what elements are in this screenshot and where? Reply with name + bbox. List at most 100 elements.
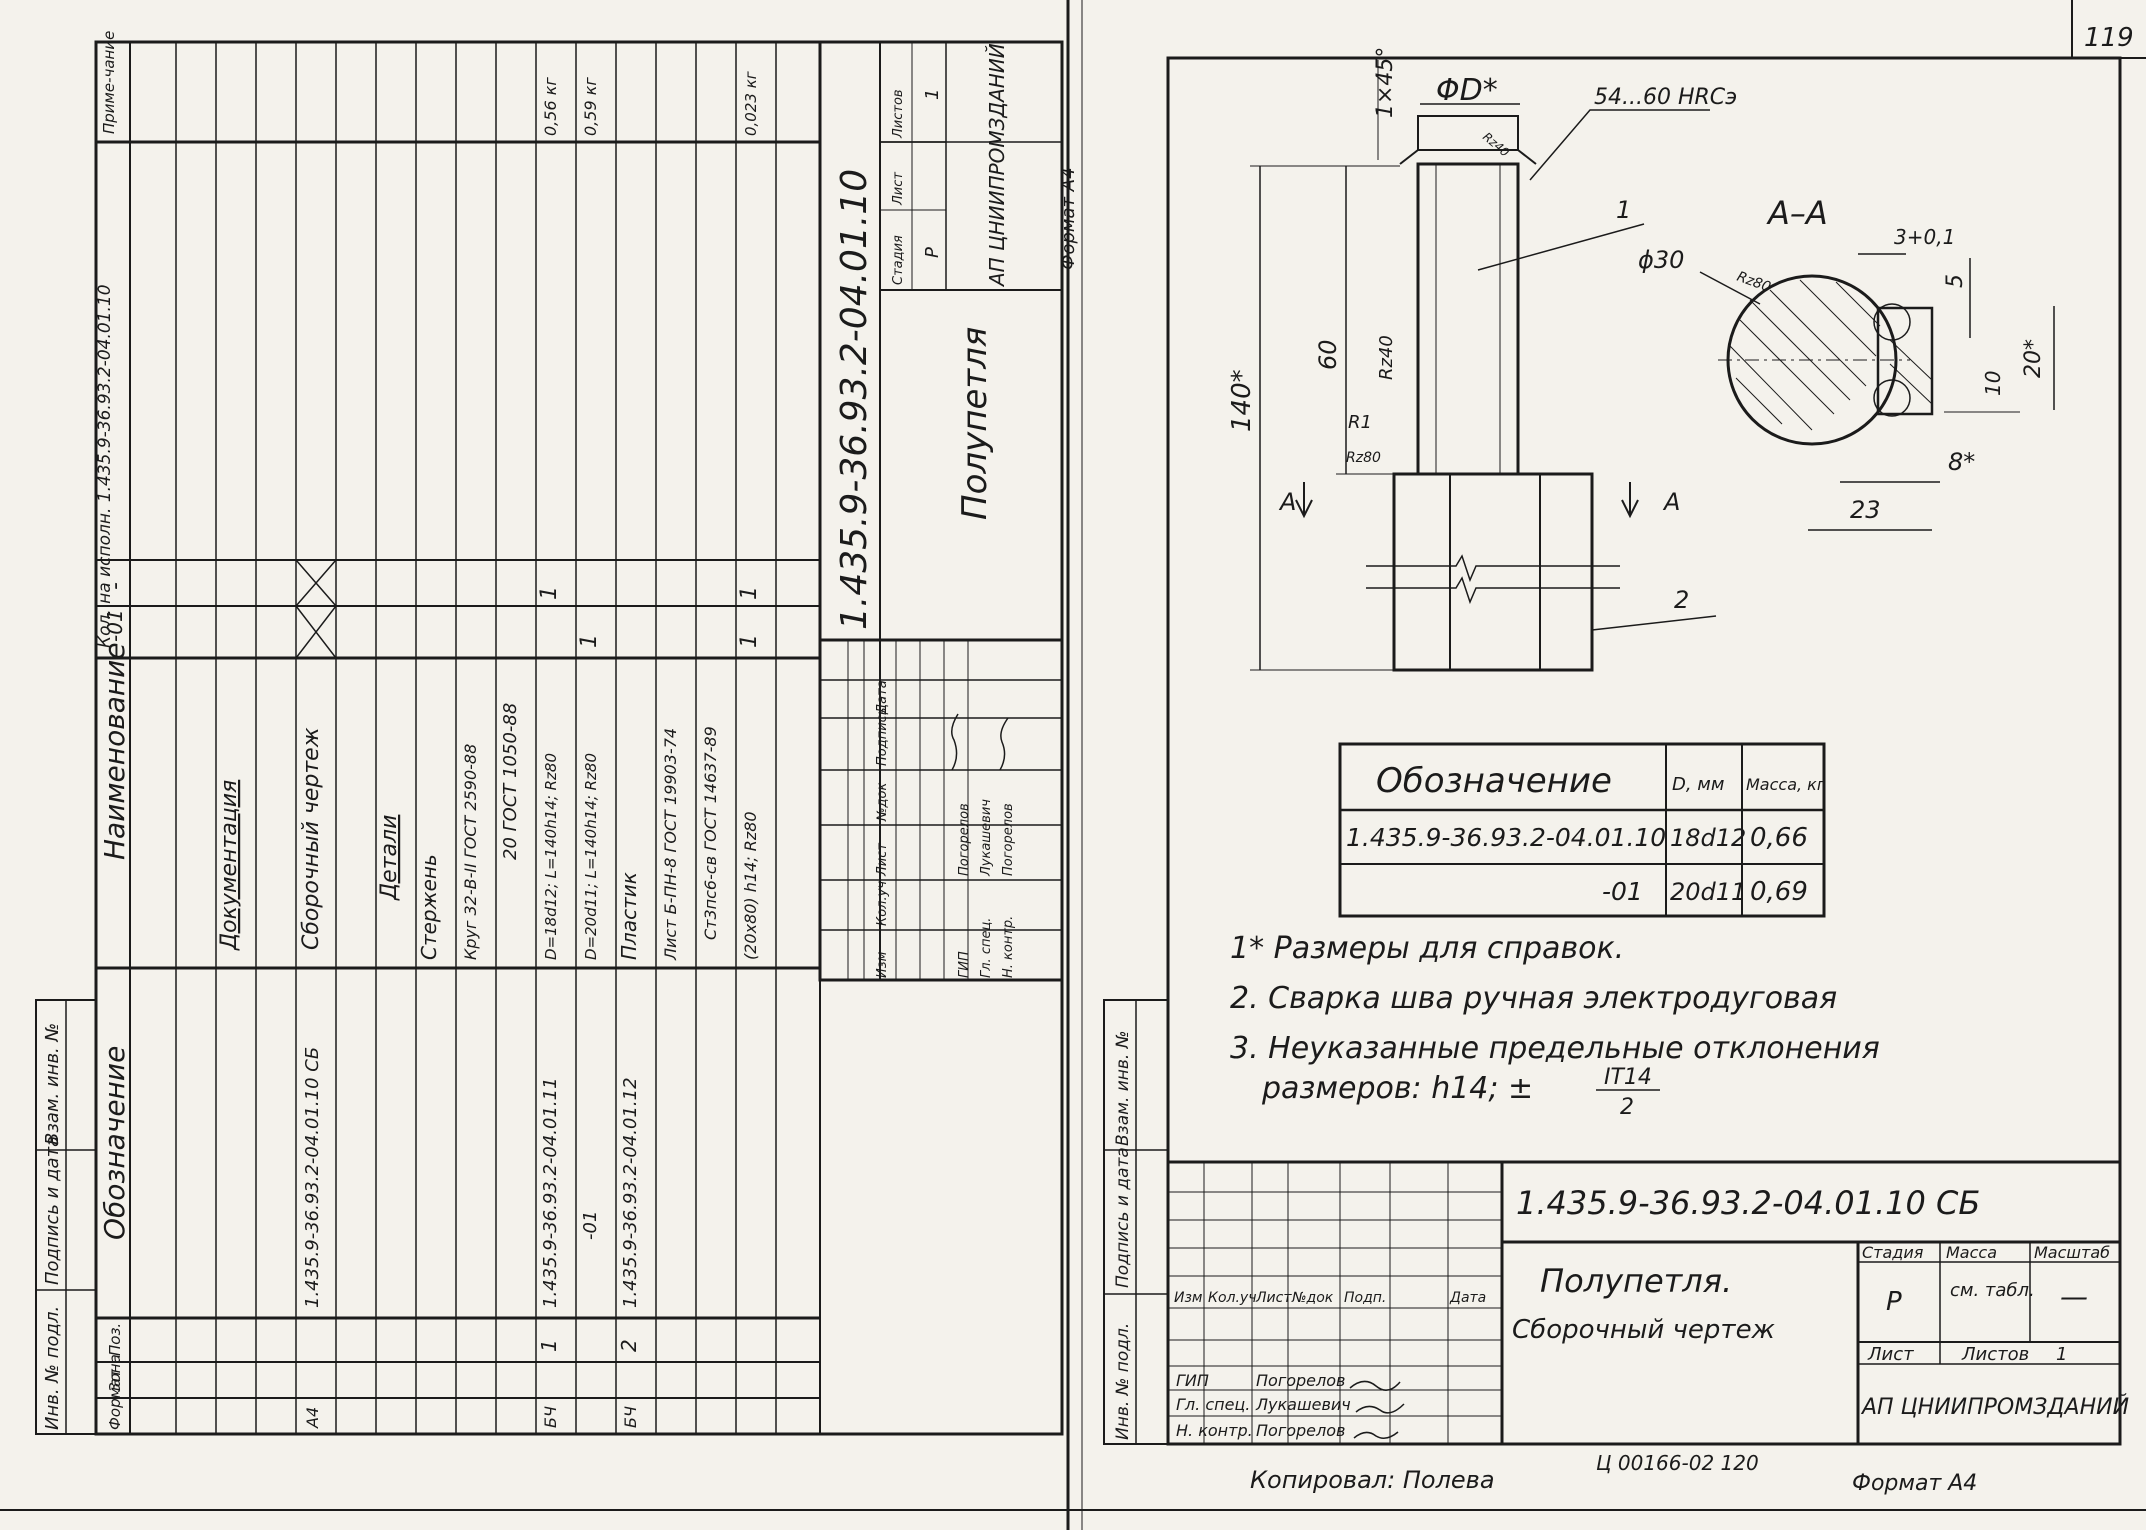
row-11-qty01: 1 [737,634,762,648]
left-tb-stage-label: Стадия [891,235,906,285]
left-signature-0 [951,713,959,771]
drawing-line [1338,742,1826,918]
drawing-line [295,559,337,607]
hdr-note: Приме-чание [100,31,118,134]
row-1-format: А4 [303,1407,322,1429]
table-row-1-d: 20d11 [1670,878,1746,906]
row-11-note: 0,023 кг [742,71,760,136]
drawing-line [1166,1160,2122,1446]
drawing-line [1739,319,1835,415]
left-staff-0-role: ГИП [957,951,972,978]
row-6-pos: 1 [537,1339,561,1352]
right-tb-scale: — [2060,1280,2088,1313]
hdr-designation: Обозначение [98,1046,131,1240]
dim-10: 10 [1981,371,2005,396]
left-staff-2-name: Погорелов [1001,803,1016,876]
part-drawing: 1×45° ΦD* Rz40 54...60 HRCэ 140* 60 Rz40… [1227,47,2055,672]
dim-8: 8* [1948,448,1975,476]
note-3-cont: размеров: h14; ± [1261,1071,1533,1106]
left-staff-2-role: Н. контр. [1001,916,1016,978]
row-11-name: (20х80) h14; Rz80 [741,811,760,960]
left-side-stamp: Инв. № подл. Подпись и дата Взам. инв. № [35,999,97,1435]
left-row-grid [129,42,821,1434]
row-7-name: D=20d11; L=140h14; Rz80 [582,753,600,960]
left-rev-4: Подпись [875,708,890,766]
note-1: 1* Размеры для справок. [1230,931,1624,966]
drawing-line [1735,377,1783,425]
row-3-name: Стержень [417,854,441,960]
dim-diam-d: ΦD* [1436,73,1498,108]
note-2: 2. Сварка шва ручная электродуговая [1230,981,1837,1016]
dim-rz80-section: Rz80 [1735,269,1773,296]
drawing-line [1591,615,1717,631]
left-rev-3: №док [875,783,890,822]
row-6-format: БЧ [541,1406,560,1428]
left-staff-0-name: Погорелов [957,803,972,876]
dim-20: 20* [2021,339,2046,378]
left-tb-sheet-label: Лист [891,172,906,206]
right-footer: Формат А4 [1852,1471,1977,1496]
row-6-note: 0,56 кг [541,77,560,136]
drawing-line [1295,482,1313,519]
copied-by: Копировал: Полева [1250,1466,1495,1494]
table-header-mass: Масса, кг [1746,775,1826,794]
left-rev-5: Дата [875,680,890,715]
hdr-format: Формат [106,1368,124,1430]
drawing-line [1729,345,1813,431]
right-rev-3: №док [1291,1290,1334,1306]
left-signature-2 [999,717,1009,771]
left-tb-sheets-label: Листов [891,89,906,139]
variants-table: Обозначение D, мм Масса, кг 1.435.9-36.9… [1338,742,1826,918]
drawing-line [1889,339,1933,381]
right-side-stamp: Инв. № подл. Подпись и дата Взам. инв. № [1103,999,1169,1445]
right-staff-0-role: ГИП [1176,1371,1209,1390]
left-stamp-sign: Подпись и дата [42,1136,63,1285]
row-7-designation: -01 [580,1211,601,1240]
right-tb-sheets: 1 [2056,1344,2067,1365]
dim-23: 23 [1850,496,1881,524]
left-tb-sheets: 1 [922,89,943,100]
right-tb-sheets-label: Листов [1961,1344,2029,1365]
row-7-qty01: 1 [577,634,602,648]
left-header: Формат Зона Поз. Обозначение Наименовани… [95,31,131,1430]
right-tb-org: АП ЦНИИПРОМЗДАНИЙ [1860,1394,2129,1420]
drawing-line [295,605,337,659]
left-tb-title: Полупетля [955,327,995,520]
left-footer: Формат А4 [1058,167,1079,270]
drawing-line [1835,281,1881,327]
dim-140: 140* [1227,369,1257,432]
row-8-format: БЧ [621,1406,640,1428]
left-staff-1-role: Гл. спец. [979,918,994,978]
right-tb-scale-label: Масштаб [2034,1243,2110,1262]
dim-3: 3+0,1 [1894,225,1955,249]
table-row-1-designation: -01 [1602,877,1643,906]
row-2-name: Детали [377,815,402,901]
right-rev-2: Лист [1255,1290,1292,1306]
right-staff-2-role: Н. контр. [1176,1421,1253,1440]
right-sheet: 119 Инв. № подл. Подпись и дата Взам. ин… [1103,0,2146,1496]
table-row-0-designation: 1.435.9-36.93.2-04.01.10 [1346,823,1666,852]
drawing-line [1417,115,1519,151]
drawing-line [1517,149,1537,165]
row-4-name: Круг 32-В-II ГОСТ 2590-88 [461,744,480,960]
hdr-zone: Зона [106,1354,124,1392]
drawing-line [1366,576,1620,605]
left-stamp-inv: Инв. № подл. [42,1306,63,1430]
archive-number: Ц 00166-02 120 [1596,1451,1759,1475]
row-8-pos: 2 [617,1339,641,1352]
dim-60: 60 [1314,339,1342,370]
row-7-note: 0,59 кг [581,77,600,136]
row-1-name: Сборочный чертеж [299,727,324,950]
section-mark-right: A [1662,488,1680,516]
row-8-name: Пластик [617,872,641,960]
drawing-line [1392,472,1594,672]
table-header-d: D, мм [1672,774,1724,795]
drawing-line [1399,149,1419,165]
drawing-line [1799,279,1877,357]
dim-rz40-top: Rz40 [1480,130,1512,160]
right-signature-0 [1349,1380,1401,1391]
dim-5: 5 [1943,274,1968,288]
drawing-line [1621,482,1639,519]
note-3-den: 2 [1620,1095,1634,1120]
